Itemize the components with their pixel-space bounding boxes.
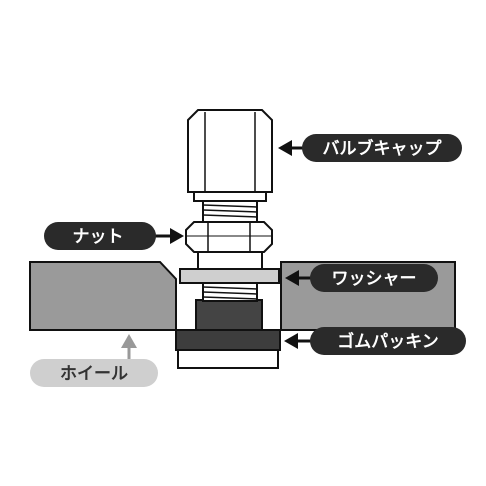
rubber-packing bbox=[175, 329, 281, 351]
label-valve-cap: バルブキャップ bbox=[302, 134, 462, 162]
arrow-wheel bbox=[121, 334, 137, 362]
valve-base bbox=[177, 349, 279, 369]
label-rubber-packing: ゴムパッキン bbox=[310, 327, 466, 355]
label-valve-cap-text: バルブキャップ bbox=[323, 138, 443, 159]
cap-thread bbox=[202, 199, 258, 223]
nut bbox=[185, 221, 273, 253]
label-wheel: ホイール bbox=[30, 359, 158, 387]
label-washer-text: ワッシャー bbox=[332, 269, 417, 289]
wheel-plate bbox=[29, 261, 177, 331]
valve-cap bbox=[187, 109, 273, 202]
label-wheel-text: ホイール bbox=[60, 364, 128, 384]
label-rubber-packing-text: ゴムパッキン bbox=[337, 331, 439, 352]
washer bbox=[179, 268, 280, 284]
label-washer: ワッシャー bbox=[310, 264, 438, 292]
label-nut-text: ナット bbox=[73, 227, 124, 247]
label-nut: ナット bbox=[44, 222, 156, 250]
valve-stem-dark bbox=[195, 299, 263, 331]
valve-thread bbox=[202, 282, 258, 302]
